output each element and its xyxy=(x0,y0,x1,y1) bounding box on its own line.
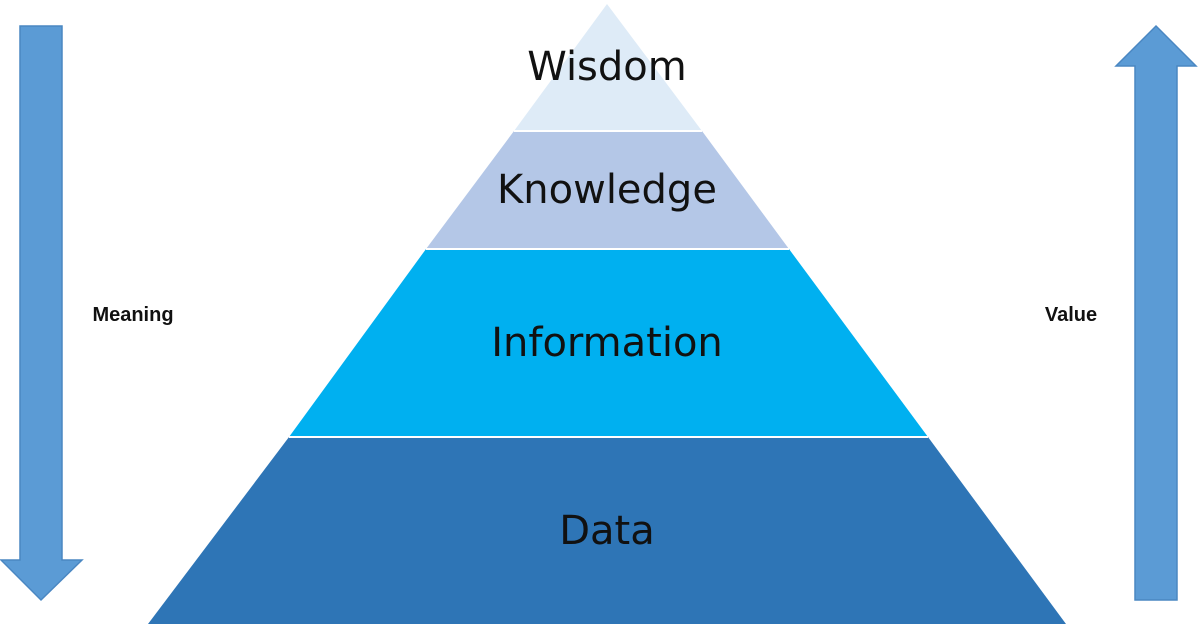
tier-wisdom xyxy=(514,4,702,131)
arrow-down-icon xyxy=(0,25,84,602)
tier-data xyxy=(148,437,1066,624)
tier-label-knowledge: Knowledge xyxy=(497,167,717,213)
arrow-up-icon xyxy=(1114,24,1198,601)
tier-label-information: Information xyxy=(491,320,723,366)
tier-label-data: Data xyxy=(559,508,655,554)
tier-information xyxy=(289,249,928,437)
tier-label-wisdom: Wisdom xyxy=(527,44,686,90)
value-arrow xyxy=(1114,24,1198,601)
pyramid xyxy=(148,4,1066,624)
tier-separators xyxy=(289,130,928,438)
meaning-label: Meaning xyxy=(92,304,173,326)
tier-knowledge xyxy=(426,131,789,249)
value-label: Value xyxy=(1045,304,1097,326)
meaning-arrow xyxy=(0,25,84,602)
